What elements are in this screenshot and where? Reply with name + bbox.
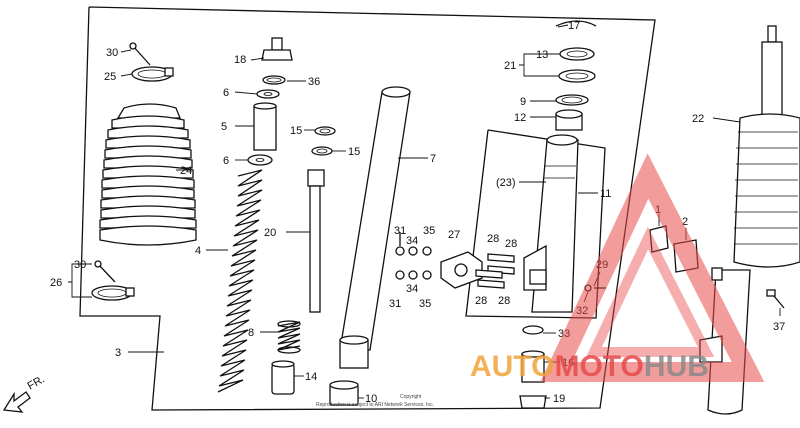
watermark-text-moto: MOTO	[554, 350, 643, 383]
callout-5: 5	[221, 121, 227, 133]
callout-26: 26	[50, 277, 62, 289]
callout-12: 12	[514, 112, 526, 124]
callout-17: 17	[568, 20, 580, 32]
callout-6-bottom: 6	[223, 155, 229, 167]
callout-31-bottom: 31	[389, 298, 401, 310]
callout-28-b: 28	[505, 238, 517, 250]
callout-13: 13	[536, 49, 548, 61]
fork-tube	[329, 86, 411, 406]
watermark-triangle-icon	[540, 153, 765, 382]
front-direction-indicator: FR.	[2, 373, 47, 413]
direction-label: FR.	[26, 373, 47, 392]
dust-boot-assembly	[91, 42, 197, 301]
callout-4: 4	[195, 245, 201, 257]
callout-20: 20	[264, 227, 276, 239]
callout-21: 21	[504, 60, 516, 72]
callout-23: (23)	[496, 177, 516, 189]
callout-2: 2	[682, 216, 688, 228]
callout-11: 11	[600, 188, 611, 200]
copyright-note: Copyright Reproduction is subject to ARI…	[316, 394, 434, 408]
callout-35-top: 35	[423, 225, 435, 237]
fittings-group	[395, 232, 515, 289]
callout-18: 18	[234, 54, 246, 66]
callout-35-bottom: 35	[419, 298, 431, 310]
callout-14: 14	[305, 371, 317, 383]
callout-3: 3	[115, 347, 121, 359]
callout-31-top: 31	[394, 225, 406, 237]
callout-24: 24	[180, 165, 192, 177]
callout-28-d: 28	[498, 295, 510, 307]
svg-text:AUTOMOTOHUB: AUTOMOTOHUB	[470, 350, 709, 383]
callout-8: 8	[248, 327, 254, 339]
damper-rod	[307, 126, 336, 313]
callout-6-top: 6	[223, 87, 229, 99]
callout-22: 22	[692, 113, 704, 125]
callout-28-c: 28	[475, 295, 487, 307]
callout-25: 25	[104, 71, 116, 83]
callout-9: 9	[520, 96, 526, 108]
callout-10: 10	[365, 393, 377, 405]
fork-inner-parts	[217, 37, 301, 395]
callout-15-top: 15	[290, 125, 302, 137]
fork-slider	[523, 134, 579, 313]
automotohub-watermark: AUTOMOTOHUB	[470, 153, 765, 383]
watermark-triangle-inner-icon	[586, 226, 715, 357]
callout-7: 7	[430, 153, 436, 165]
callout-37: 37	[773, 321, 785, 333]
callout-19: 19	[553, 393, 565, 405]
callout-15-bottom: 15	[348, 146, 360, 158]
callout-34-top: 34	[406, 235, 418, 247]
leader-lines	[68, 24, 781, 399]
copyright-line-1: Copyright	[400, 394, 422, 400]
callout-36: 36	[308, 76, 320, 88]
bottom-parts	[519, 325, 547, 409]
direction-arrow-icon	[2, 391, 31, 413]
seal-stack	[555, 20, 597, 131]
callout-28-a: 28	[487, 233, 499, 245]
callout-30-bottom: 30	[74, 259, 86, 271]
watermark-text-hub: HUB	[644, 350, 709, 383]
callout-30-top: 30	[106, 47, 118, 59]
callout-34-bottom: 34	[406, 283, 418, 295]
copyright-line-2: Reproduction is subject to ARI Network S…	[316, 402, 434, 408]
callout-27: 27	[448, 229, 460, 241]
watermark-text-auto: AUTO	[470, 350, 554, 383]
